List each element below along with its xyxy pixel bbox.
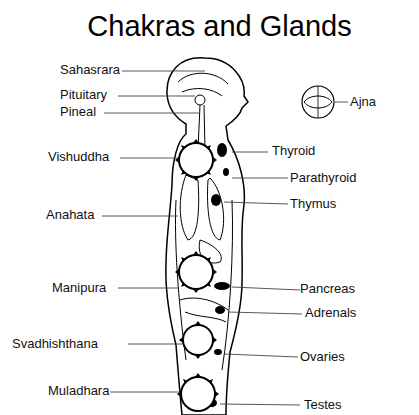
part-label: Manipura: [52, 280, 106, 296]
part-label: Thyroid: [272, 143, 315, 159]
part-label: Pituitary: [60, 87, 107, 103]
body-outline: [166, 58, 248, 415]
part-label: Anahata: [46, 207, 94, 223]
diagram-title: Chakras and Glands: [0, 10, 419, 43]
chakra-circles: [179, 143, 215, 411]
part-label: Adrenals: [305, 305, 356, 321]
part-label: Pancreas: [300, 281, 355, 297]
part-label: Svadhishthana: [12, 336, 98, 352]
part-label: Thymus: [290, 196, 336, 212]
part-label: Ajna: [350, 94, 376, 110]
part-label: Pineal: [60, 104, 96, 120]
part-label: Vishuddha: [48, 149, 109, 165]
part-label: Muladhara: [48, 383, 109, 399]
part-label: Sahasrara: [60, 62, 120, 78]
part-label: Testes: [304, 397, 342, 413]
part-label: Parathyroid: [290, 170, 356, 186]
leader-lines: [102, 71, 348, 405]
organ-sketch: [175, 73, 232, 370]
part-label: Ovaries: [300, 349, 345, 365]
ajna-eye: [302, 86, 334, 118]
chakra-petals: [175, 139, 219, 397]
